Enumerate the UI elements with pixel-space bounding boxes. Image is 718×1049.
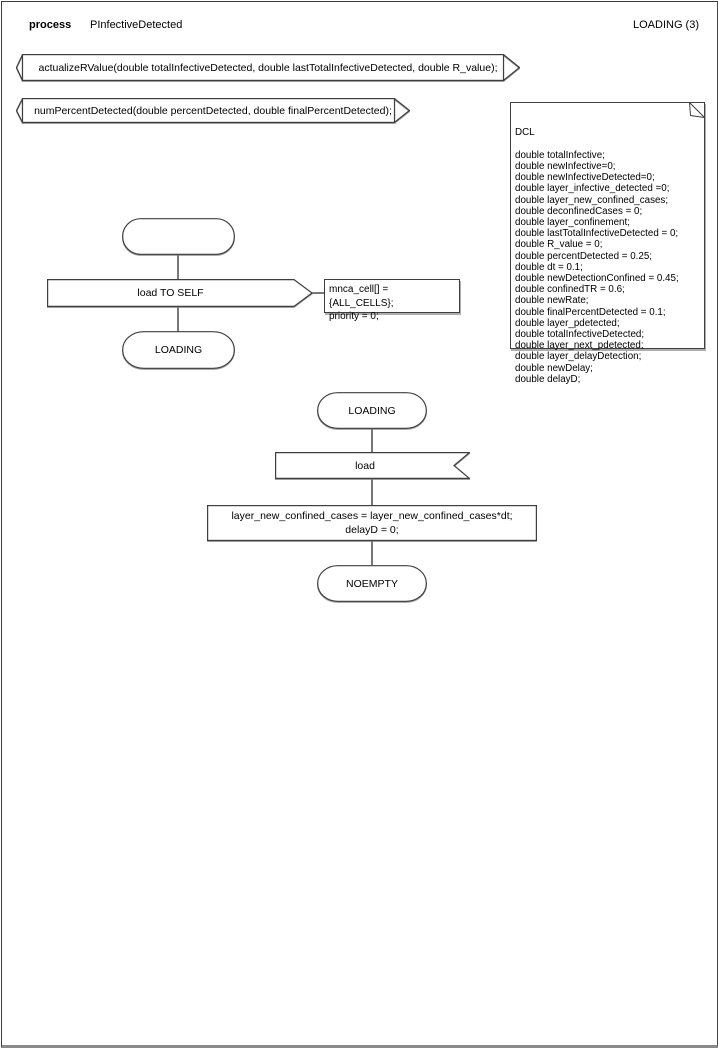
connector-output-to-state: [177, 307, 179, 332]
dcl-lines: double totalInfective; double newInfecti…: [515, 149, 679, 385]
connector-task-to-state: [371, 541, 373, 565]
state-label: LOADING: [154, 344, 203, 356]
task-symbol[interactable]: layer_new_confined_cases = layer_new_con…: [207, 505, 537, 541]
page-state-indicator: LOADING (3): [632, 19, 699, 31]
state-label: NOEMPTY: [346, 577, 398, 590]
state-symbol-loading[interactable]: LOADING: [122, 331, 235, 369]
declarations-text-symbol[interactable]: DCL double totalInfective; double newInf…: [510, 102, 705, 385]
state-symbol-noempty[interactable]: NOEMPTY: [317, 565, 427, 602]
task-text: layer_new_confined_cases = layer_new_con…: [231, 510, 513, 536]
output-label: load TO SELF: [137, 287, 204, 299]
input-symbol-load[interactable]: load: [275, 452, 470, 479]
diagram-kind-label: process: [29, 19, 72, 31]
dcl-title: DCL: [515, 127, 535, 139]
state-symbol-loading-source[interactable]: LOADING: [317, 392, 427, 429]
output-symbol-load-to-self[interactable]: load TO SELF: [47, 279, 313, 307]
procedure-signature: actualizeRValue(double totalInfectiveDet…: [38, 61, 498, 74]
connector-input-to-task: [371, 479, 373, 505]
procedure-signature: numPercentDetected(double percentDetecte…: [34, 104, 392, 117]
note-fold-icon: [689, 102, 705, 118]
comment-symbol[interactable]: mnca_cell[] = {ALL_CELLS}; priority = 0;: [324, 279, 460, 322]
comment-connector: [312, 292, 324, 294]
connector-start-to-output: [177, 255, 179, 279]
procedure-declaration-numPercentDetected[interactable]: numPercentDetected(double percentDetecte…: [16, 98, 410, 123]
state-label: LOADING: [348, 404, 396, 417]
input-label: load: [355, 459, 375, 472]
process-name: PInfectiveDetected: [90, 19, 183, 31]
start-symbol[interactable]: [122, 218, 235, 255]
connector-state-to-input: [371, 429, 373, 452]
procedure-declaration-actualizeRValue[interactable]: actualizeRValue(double totalInfectiveDet…: [16, 54, 520, 81]
